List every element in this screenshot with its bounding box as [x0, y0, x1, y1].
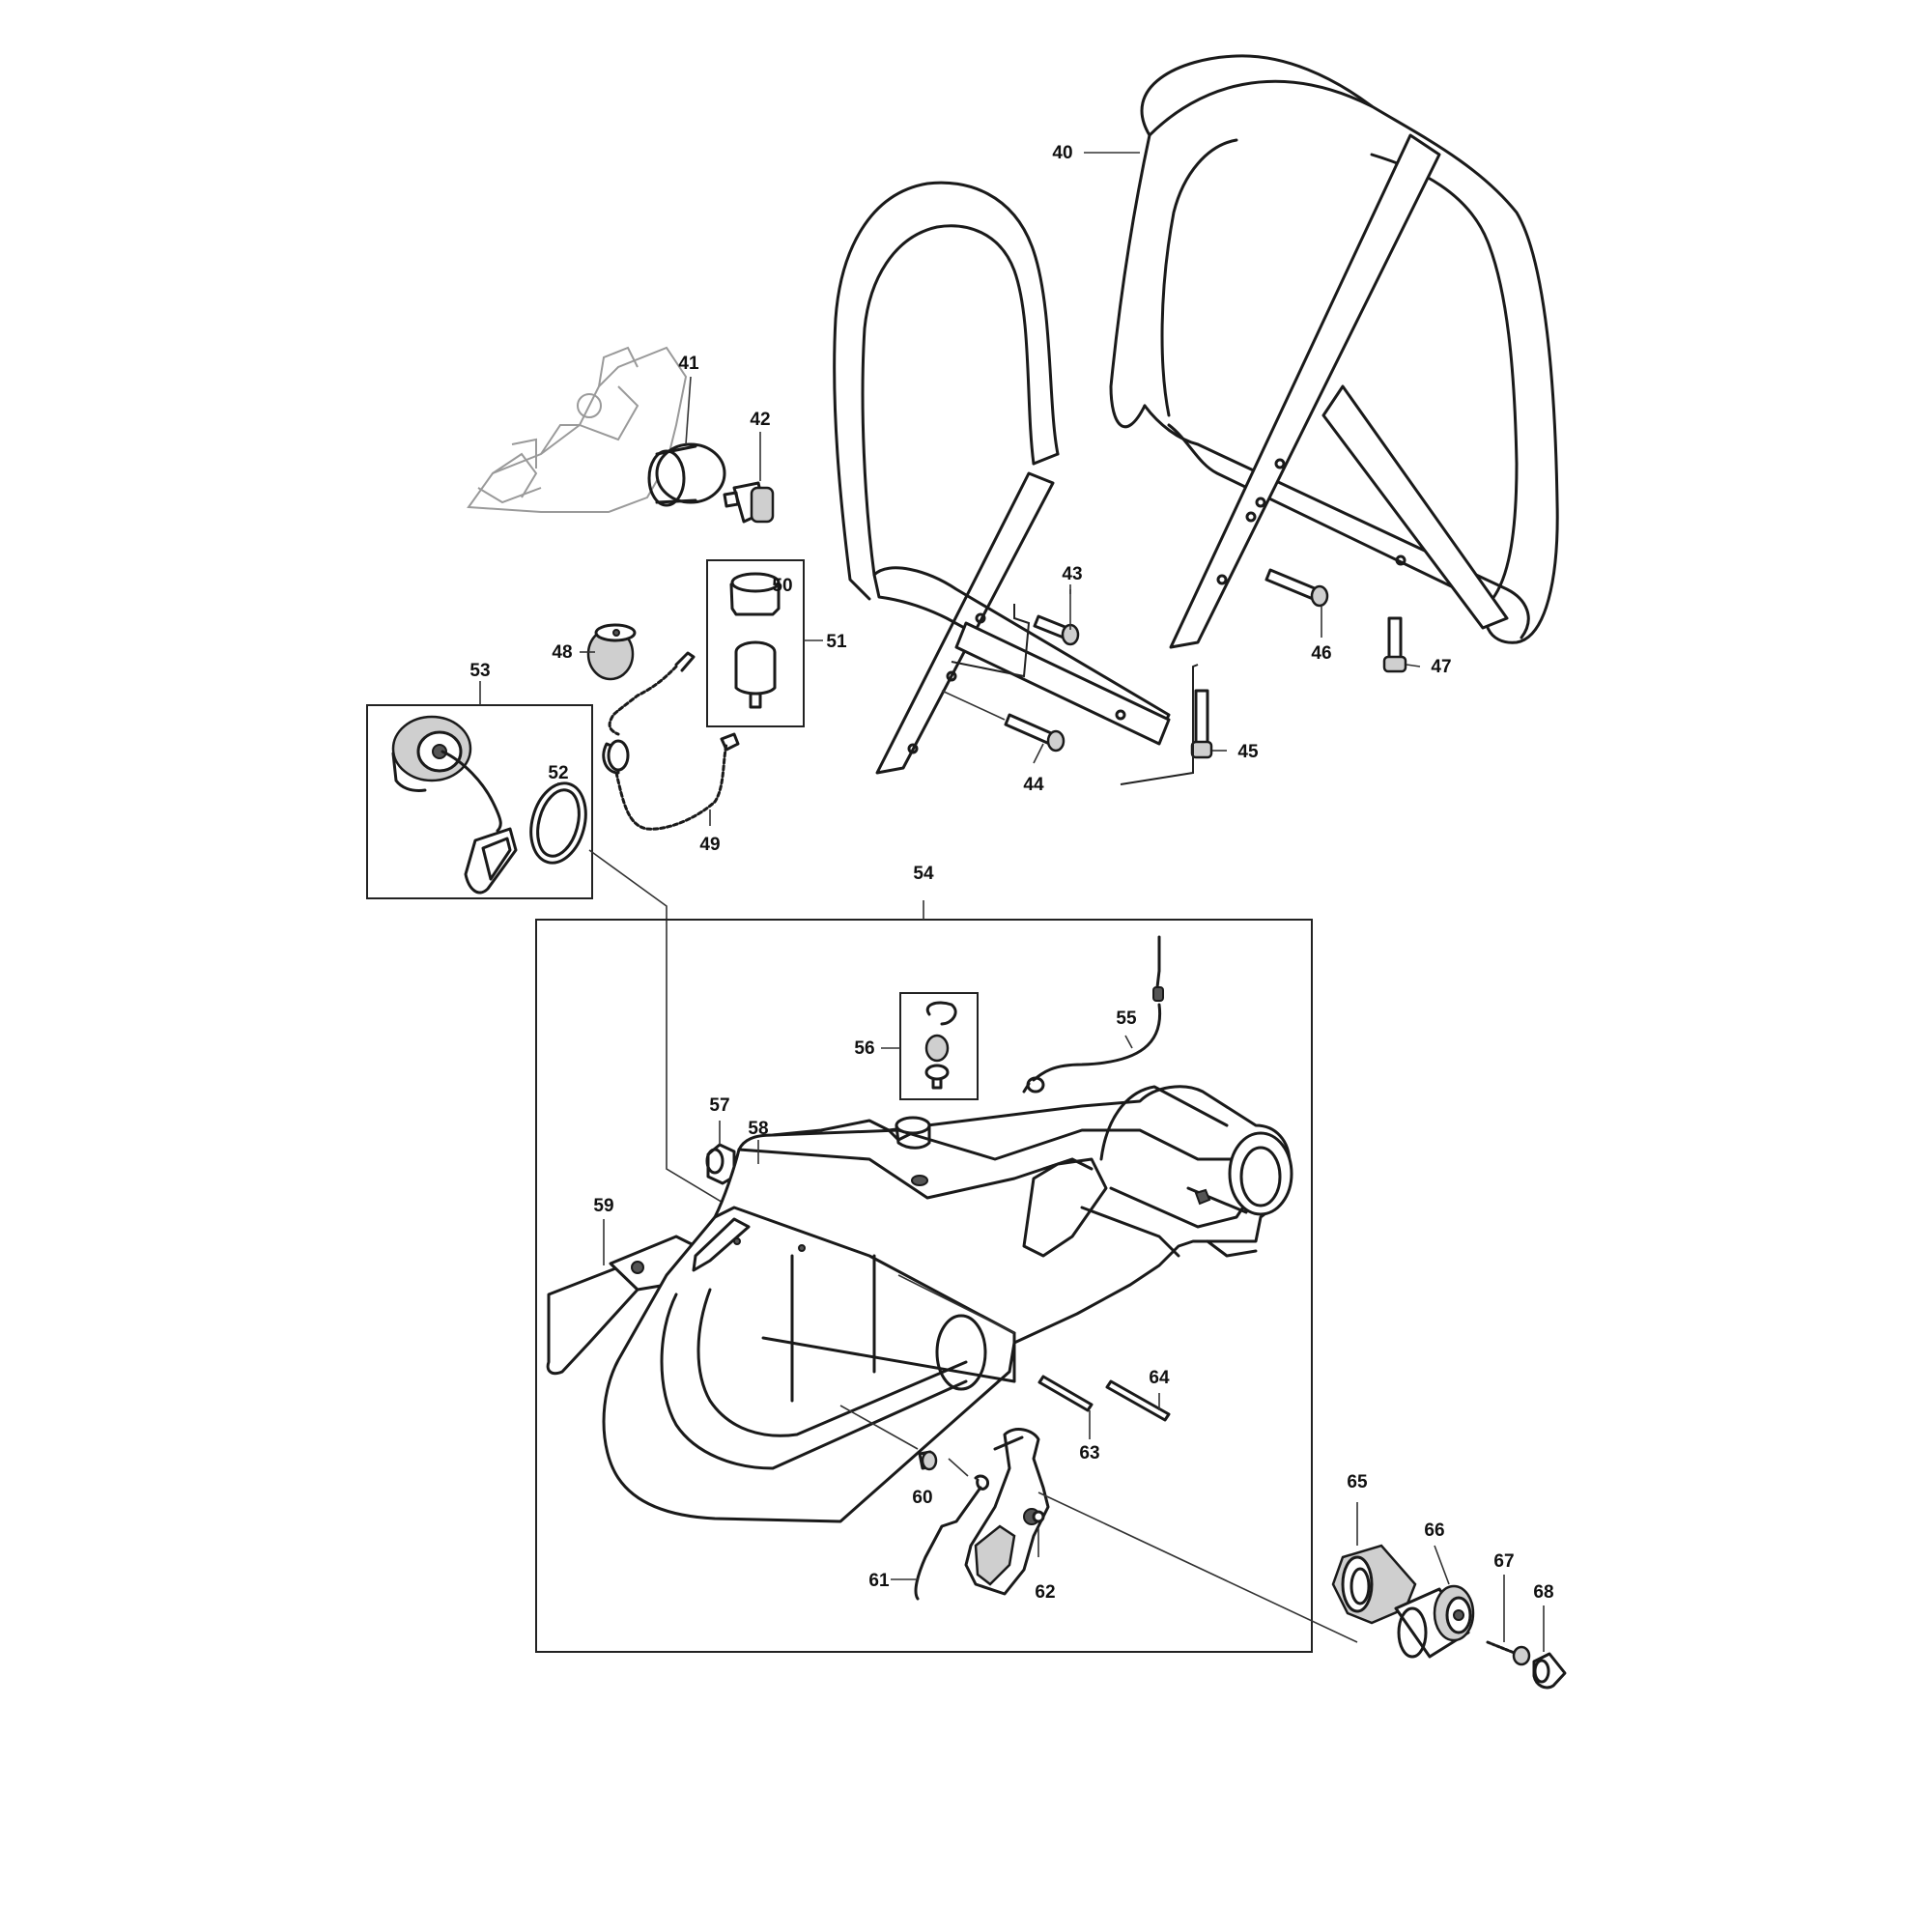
- callout-45: 45: [1237, 742, 1259, 762]
- cap-68-icon: [1532, 1652, 1567, 1690]
- callout-46: 46: [1311, 643, 1331, 664]
- bolt-45-icon: [1120, 664, 1213, 785]
- callout-48: 48: [552, 642, 572, 663]
- callout-65: 65: [1347, 1472, 1368, 1492]
- trigger-lockout-icon: [546, 1235, 697, 1376]
- av-buffer-65-icon: [1331, 1544, 1417, 1625]
- front-handle-icon: [833, 181, 1171, 775]
- bolt-43-icon: [1033, 589, 1080, 646]
- callout-67: 67: [1493, 1551, 1514, 1572]
- callout-54: 54: [913, 864, 934, 884]
- callout-41: 41: [678, 354, 699, 374]
- rear-handle-icon: [1109, 54, 1559, 649]
- callout-50: 50: [772, 576, 792, 596]
- screen-kit-box: [899, 992, 979, 1100]
- callout-61: 61: [868, 1571, 890, 1591]
- pin-64-icon: [1105, 1379, 1171, 1422]
- plug-42-icon: [723, 481, 775, 524]
- callout-62: 62: [1035, 1582, 1055, 1603]
- callout-68: 68: [1533, 1582, 1553, 1603]
- pin-63-icon: [1037, 1375, 1094, 1412]
- fuel-cap-seat-icon: [647, 442, 726, 507]
- screw-60-icon: [839, 1405, 938, 1471]
- callout-42: 42: [750, 410, 770, 430]
- callout-55: 55: [1116, 1009, 1137, 1029]
- fuel-cap-icon: [391, 715, 518, 895]
- callout-57: 57: [709, 1095, 729, 1116]
- callout-66: 66: [1424, 1520, 1444, 1541]
- callout-52: 52: [548, 763, 568, 783]
- bolt-47-icon: [1382, 616, 1407, 673]
- callout-63: 63: [1079, 1443, 1099, 1463]
- engine-fragment-icon: [467, 346, 688, 513]
- av-element-66-icon: [1394, 1584, 1475, 1659]
- screw-67-icon: [1486, 1640, 1531, 1666]
- filter-48-icon: [586, 623, 637, 681]
- callout-56: 56: [854, 1038, 874, 1059]
- fuel-hose-icon: [602, 651, 740, 831]
- callout-51: 51: [826, 632, 847, 652]
- bolt-46-icon: [1264, 568, 1329, 608]
- callout-59: 59: [593, 1196, 613, 1216]
- callout-43: 43: [1062, 564, 1082, 584]
- throttle-lever-icon: [964, 1428, 1050, 1596]
- fuel-filter-icon: [729, 572, 781, 709]
- callout-44: 44: [1023, 775, 1044, 795]
- callout-47: 47: [1431, 657, 1451, 677]
- wire-55-icon: [1022, 935, 1164, 1094]
- callout-60: 60: [912, 1488, 932, 1508]
- callout-49: 49: [699, 835, 720, 855]
- callout-64: 64: [1149, 1368, 1170, 1388]
- fuel-tank-housing-icon: [602, 1085, 1293, 1523]
- callout-58: 58: [748, 1119, 768, 1139]
- o-ring-52-icon: [529, 781, 587, 865]
- callout-40: 40: [1052, 143, 1072, 163]
- callout-53: 53: [469, 661, 490, 681]
- bolt-44-icon: [941, 690, 1065, 753]
- screen-kit-icon: [924, 1001, 957, 1090]
- filter-kit-box: [706, 559, 805, 727]
- spring-61-icon: [914, 1458, 990, 1601]
